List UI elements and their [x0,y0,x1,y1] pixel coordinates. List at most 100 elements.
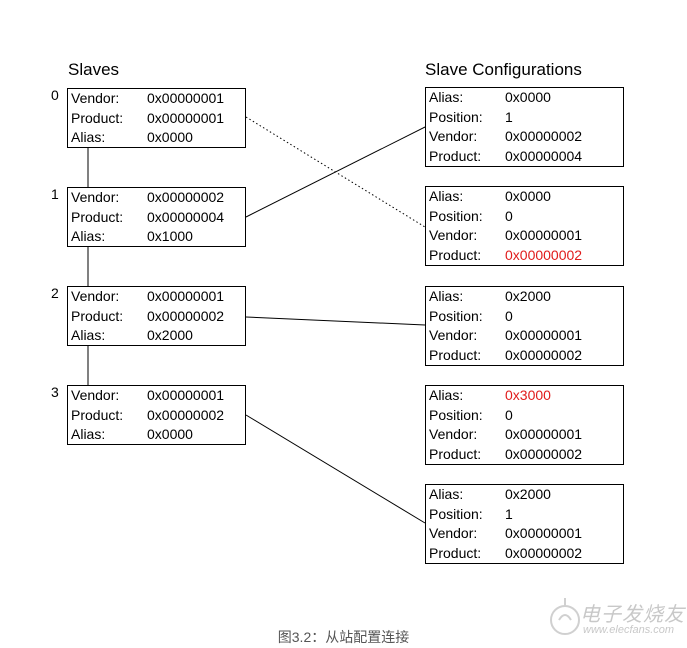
link-slave3-config4 [245,414,426,524]
config-row: Product:0x00000004 [429,147,623,167]
link-slave1-config0 [245,126,426,218]
config-row: Position: 0 [429,307,623,327]
config-box-4: Alias: 0x2000 Position: 1 Vendor: 0x0000000… [425,484,624,564]
config-field-label: Vendor: [429,525,478,542]
slave-row: Alias: 0x1000 [71,227,245,247]
slave-row: Vendor: 0x00000001 [71,287,245,307]
config-field-label: Alias: [429,288,464,304]
config-field-value: 0 [505,207,513,224]
config-field-label: Vendor: [429,426,478,443]
config-row: Product: 0x00000002 [429,445,623,465]
slave-box-1: Vendor:0x00000002 Product: 0x00000004 Ali… [67,187,246,247]
slave-field-label: Alias: [71,129,106,146]
slave-field-label: Vendor: [71,288,120,304]
slave-field-label: Vendor: [71,387,120,403]
slave-box-3: Vendor: 0x00000001 Product: 0x00000002 Ali… [67,385,246,445]
config-row: Alias: 0x2000 [429,485,623,505]
slave-field-value: 0x0000 [147,129,193,146]
config-box-3: Alias: 0x3000 Position: 0 Vendor: 0x0000000… [425,385,624,465]
slave-row: Alias: 0x2000 [71,326,245,346]
config-row: Vendor:0x00000001 [429,226,623,246]
figure-caption: 图3.2：从站配置连接 [277,629,410,645]
slave-box-2: Vendor: 0x00000001 Product: 0x00000002 Ali… [67,286,246,346]
config-field-value-highlighted: 0x3000 [505,387,551,403]
slave-field-value: 0x00000002 [147,189,225,205]
config-field-label: Position: [429,207,483,224]
slave-row: Alias:0x0000 [71,425,245,445]
watermark-text: 电子发烧友 [580,602,685,626]
config-field-value: 0x00000004 [505,147,583,164]
watermark-logo-icon [550,598,580,635]
slave-row: Vendor:0x00000002 [71,188,245,208]
config-field-value: 0x00000001 [505,525,583,542]
slave-row: Product: 0x00000004 [71,208,245,228]
config-field-label: Alias: [429,486,464,502]
config-field-value: 0x00000002 [505,128,583,145]
slave-field-label: Product: [71,208,124,225]
config-row: Product: 0x00000002 [429,346,623,366]
slave-field-value: 0x2000 [147,327,193,344]
slave-field-label: Product: [71,109,124,126]
config-field-value: 0 [505,307,513,324]
config-field-label: Alias: [429,89,464,105]
slave-row: Product: 0x00000002 [71,307,245,327]
config-field-value: 0x2000 [505,486,551,502]
config-field-value: 0x2000 [505,288,551,304]
config-field-label: Product: [429,445,482,462]
slave-index-3: 3 [51,384,59,400]
slave-field-value: 0x0000 [147,426,193,443]
slave-index-2: 2 [51,285,59,301]
config-field-label: Vendor: [429,227,478,244]
slave-row: Vendor: 0x00000001 [71,386,245,406]
config-field-label: Vendor: [429,327,478,344]
slave-row: Alias: 0x0000 [71,128,245,148]
link-slave2-config2 [245,316,426,326]
config-field-value-highlighted: 0x00000002 [505,246,583,263]
slave-field-label: Product: [71,307,124,324]
config-field-label: Alias: [429,188,464,204]
config-row: Position:1 [429,108,623,128]
slave-field-value: 0x00000001 [147,387,225,403]
config-field-label: Product: [429,246,482,263]
config-box-2: Alias:0x2000 Position:0 Vendor:0x0000000… [425,286,624,366]
slave-field-label: Product: [71,406,124,423]
config-field-value: 0x00000002 [505,346,583,363]
config-field-value: 1 [505,505,513,522]
config-field-label: Position: [429,307,483,324]
config-box-0: Alias: 0x0000 Position:1 Vendor: 0x0000000… [425,87,624,167]
config-row: Alias: 0x3000 [429,386,623,406]
slave-field-label: Vendor: [71,90,120,106]
slave-field-value: 0x00000001 [147,288,225,304]
config-row: Position: 1 [429,505,623,525]
config-field-value: 0x00000002 [505,445,583,462]
slave-field-value: 0x00000002 [147,307,225,324]
slave-row: Product: 0x00000001 [71,109,245,129]
slave-box-0: Vendor: 0x00000001 Product: 0x00000001 Ali… [67,88,246,148]
config-row: Position: 0 [429,207,623,227]
config-row: Vendor: 0x00000002 [429,127,623,147]
slave-index-0: 0 [51,87,59,103]
slave-field-value: 0x00000004 [147,208,225,225]
config-row: Alias: 0x0000 [429,88,623,108]
config-field-label: Vendor: [429,128,478,145]
slave-field-label: Alias: [71,228,106,245]
config-field-value: 1 [505,108,513,125]
config-box-1: Alias:0x0000 Position:0 Vendor:0x0000000… [425,186,624,266]
config-row: Vendor:0x00000001 [429,326,623,346]
config-field-value: 0x0000 [505,89,551,105]
slave-index-1: 1 [51,186,59,202]
watermark-url: www.elecfans.com [583,624,675,636]
config-field-value: 0x00000001 [505,426,583,443]
config-field-label: Alias: [429,387,464,403]
config-field-value: 0 [505,406,513,423]
config-field-label: Position: [429,505,483,522]
slave-field-value: 0x00000001 [147,109,225,126]
config-field-label: Product: [429,346,482,363]
config-row: Position: 0 [429,406,623,426]
config-field-label: Position: [429,406,483,423]
slave-field-label: Alias: [71,327,106,344]
slave-row: Product: 0x00000002 [71,406,245,426]
slave-field-value: 0x00000002 [147,406,225,423]
slave-field-value: 0x1000 [147,228,193,245]
